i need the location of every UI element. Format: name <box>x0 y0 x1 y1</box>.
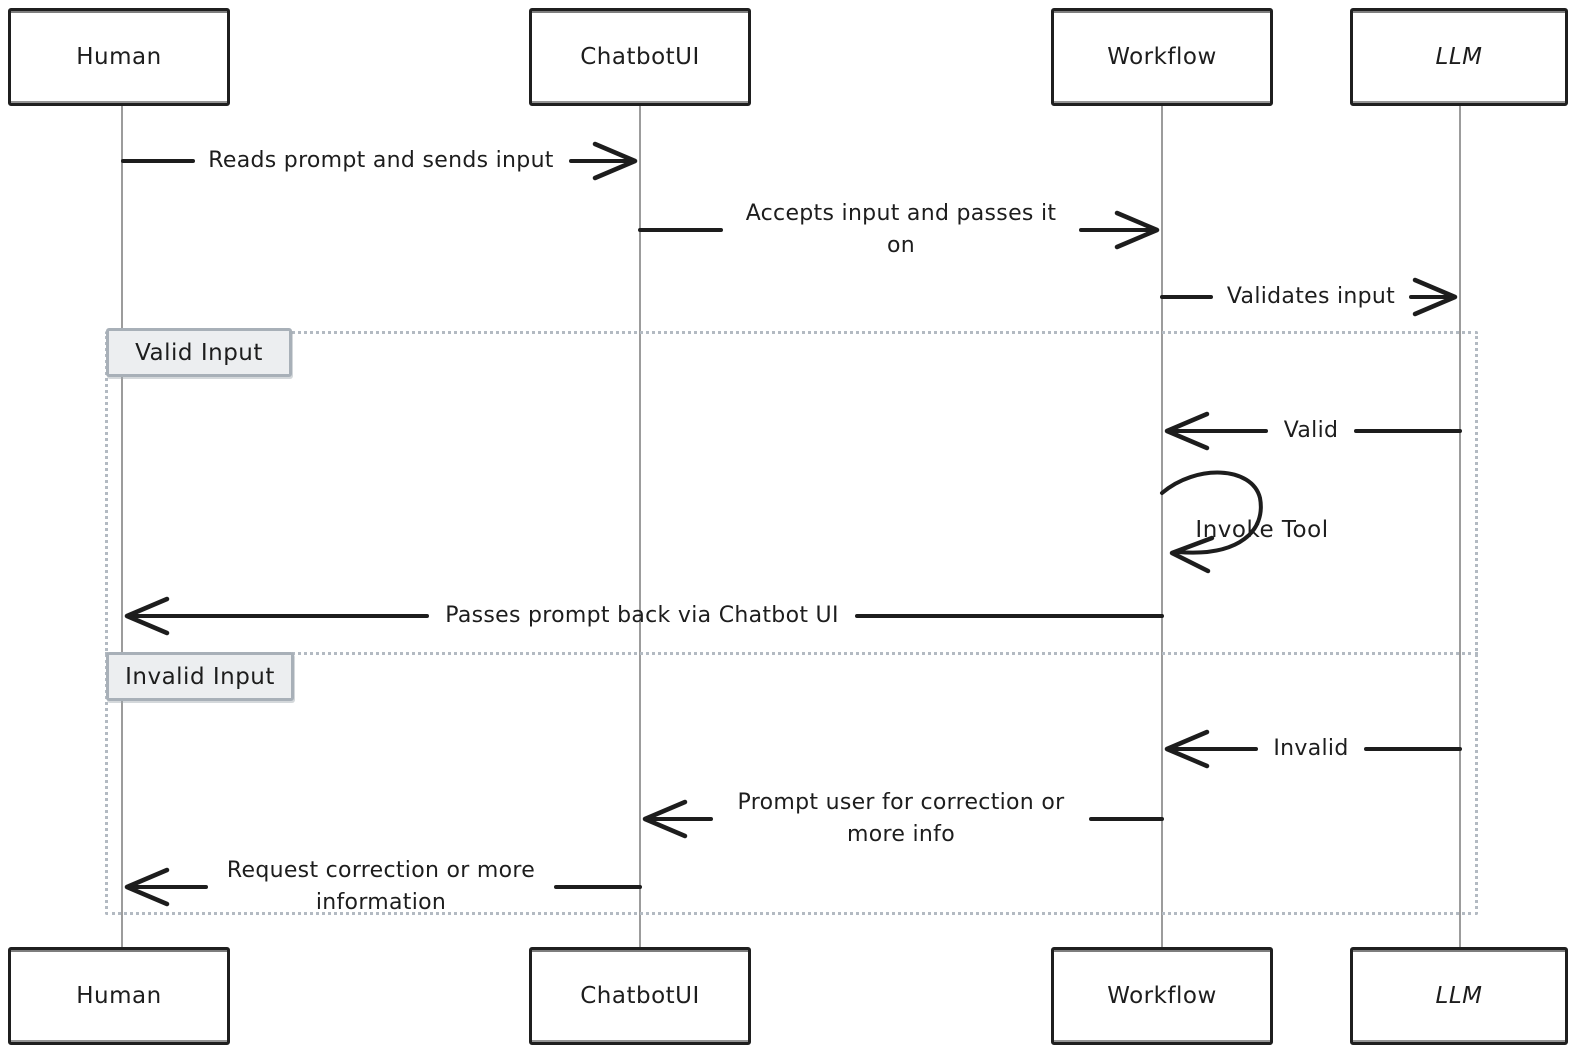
arrowhead-right-icon <box>592 141 638 181</box>
actor-top-workflow: Workflow <box>1051 8 1273 106</box>
arrowhead-left-icon <box>1164 729 1210 769</box>
actor-label: Workflow <box>1107 983 1217 1009</box>
alt-frame <box>105 331 1478 915</box>
alt-section-label-invalid-input: Invalid Input <box>106 652 294 701</box>
actor-top-llm: LLM <box>1350 8 1568 106</box>
actor-label: LLM <box>1435 983 1483 1009</box>
alt-section-label-valid-input: Valid Input <box>106 328 292 377</box>
actor-label: ChatbotUI <box>580 44 700 70</box>
arrowhead-right-icon <box>1114 210 1160 250</box>
message-label-passes-prompt-back: Passes prompt back via Chatbot UI <box>445 603 839 629</box>
message-label-valid: Valid <box>1283 418 1339 444</box>
arrowhead-right-icon <box>1412 277 1458 317</box>
arrowhead-left-icon <box>124 596 170 636</box>
actor-label: ChatbotUI <box>580 983 700 1009</box>
message-label-validates-input: Validates input <box>1226 284 1396 310</box>
arrowhead-left-icon <box>642 799 688 839</box>
actor-bottom-workflow: Workflow <box>1051 947 1273 1045</box>
section-label-text: Valid Input <box>135 339 263 366</box>
actor-bottom-chatbotui: ChatbotUI <box>529 947 751 1045</box>
actor-bottom-llm: LLM <box>1350 947 1568 1045</box>
message-label-request-correction: Request correction or more information <box>226 858 536 915</box>
actor-label: Workflow <box>1107 44 1217 70</box>
message-label-reads-prompt: Reads prompt and sends input <box>208 148 554 174</box>
arrowhead-left-icon <box>1169 535 1215 574</box>
self-loop-line <box>1160 470 1263 555</box>
arrowhead-left-icon <box>124 867 170 907</box>
actor-label: Human <box>76 44 162 70</box>
message-label-invalid: Invalid <box>1273 736 1349 762</box>
alt-frame-divider <box>105 652 1478 655</box>
actor-bottom-human: Human <box>8 947 230 1045</box>
actor-label: Human <box>76 983 162 1009</box>
actor-label: LLM <box>1435 44 1483 70</box>
section-label-text: Invalid Input <box>125 663 275 690</box>
message-label-invoke-tool: Invoke Tool <box>1195 517 1329 543</box>
message-label-accepts-input: Accepts input and passes it on <box>745 201 1057 258</box>
message-label-prompt-user: Prompt user for correction or more info <box>737 790 1065 847</box>
actor-top-human: Human <box>8 8 230 106</box>
arrowhead-left-icon <box>1164 411 1210 451</box>
actor-top-chatbotui: ChatbotUI <box>529 8 751 106</box>
